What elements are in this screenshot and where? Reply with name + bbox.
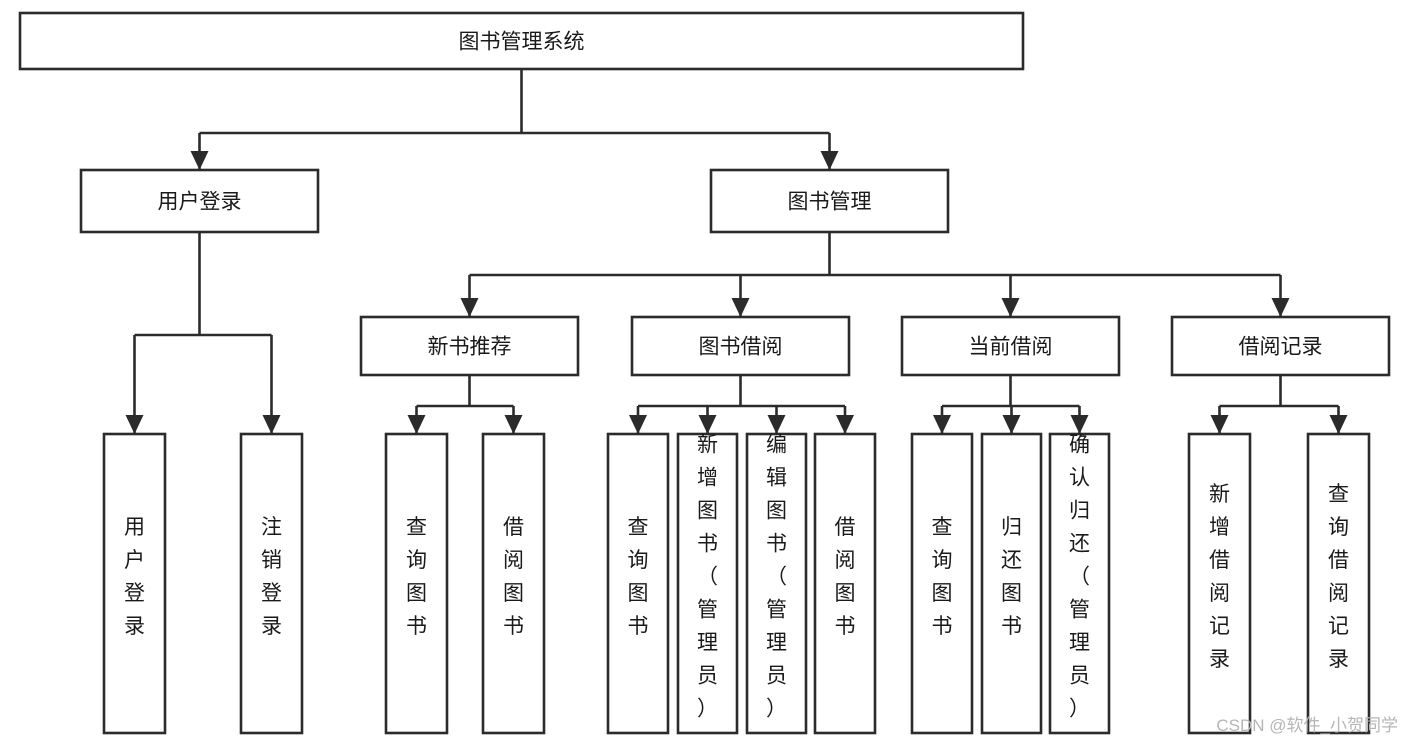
node-box[interactable] <box>709 168 950 234</box>
node-root-图书管理系统-0[interactable]: 图书管理系统 <box>18 11 1025 71</box>
node-box[interactable] <box>481 432 546 735</box>
arrow-head-icon <box>1001 298 1020 317</box>
nodes-layer: 图书管理系统用户登录图书管理新书推荐图书借阅当前借阅借阅记录用户登录注销登录查询… <box>18 11 1391 735</box>
node-leaf-归还图书-9[interactable]: 归还图书 <box>980 432 1043 735</box>
node-box[interactable] <box>606 432 670 735</box>
node-leaf-借阅图书-3[interactable]: 借阅图书 <box>481 432 546 735</box>
node-label: 编辑图书（管理员） <box>766 434 787 721</box>
node-leaf-用户登录-0[interactable]: 用户登录 <box>102 432 167 735</box>
node-label: 借阅记录 <box>1239 336 1323 359</box>
arrow-head-icon <box>125 415 144 434</box>
arrow-head-icon <box>933 415 951 434</box>
node-label: 用户登录 <box>158 191 242 214</box>
node-box[interactable] <box>630 315 851 377</box>
node-box[interactable] <box>813 432 877 735</box>
node-leaf-确认归还管理员-10[interactable]: 确认归还（管理员） <box>1048 432 1111 735</box>
arrow-head-icon <box>731 298 750 317</box>
node-l3-借阅记录-3[interactable]: 借阅记录 <box>1170 315 1391 377</box>
node-box[interactable] <box>1170 315 1391 377</box>
arrow-head-icon <box>1002 415 1021 434</box>
node-box[interactable] <box>900 315 1121 377</box>
node-box[interactable] <box>1306 432 1371 735</box>
arrow-head-icon <box>190 151 209 170</box>
node-leaf-查询借阅记录-12[interactable]: 查询借阅记录 <box>1306 432 1371 735</box>
node-box[interactable] <box>910 432 974 735</box>
arrow-head-icon <box>698 415 717 434</box>
arrow-head-icon <box>504 415 523 434</box>
node-label: 归还图书 <box>1001 516 1022 638</box>
arrow-head-icon <box>262 415 281 434</box>
node-box[interactable] <box>1048 432 1111 735</box>
arrow-head-icon <box>1210 415 1229 434</box>
node-box[interactable] <box>676 432 739 735</box>
arrow-head-icon <box>1070 415 1089 434</box>
connectors-layer <box>125 69 1348 434</box>
node-label: 借阅图书 <box>835 516 856 638</box>
node-leaf-新增借阅记录-11[interactable]: 新增借阅记录 <box>1187 432 1252 735</box>
node-box[interactable] <box>18 11 1025 71</box>
node-box[interactable] <box>1187 432 1252 735</box>
arrow-head-icon <box>1329 415 1348 434</box>
node-box[interactable] <box>102 432 167 735</box>
arrow-head-icon <box>1271 298 1290 317</box>
node-label: 确认归还（管理员） <box>1069 434 1090 721</box>
node-label: 新书推荐 <box>428 336 512 359</box>
node-label: 查询借阅记录 <box>1328 483 1349 671</box>
node-box[interactable] <box>980 432 1043 735</box>
node-label: 借阅图书 <box>503 516 524 638</box>
node-l3-图书借阅-1[interactable]: 图书借阅 <box>630 315 851 377</box>
node-leaf-编辑图书管理员-6[interactable]: 编辑图书（管理员） <box>745 432 808 735</box>
node-label: 图书管理系统 <box>459 31 585 54</box>
node-l3-当前借阅-2[interactable]: 当前借阅 <box>900 315 1121 377</box>
arrow-head-icon <box>836 415 854 434</box>
arrow-head-icon <box>460 298 479 317</box>
node-l2-用户登录-0[interactable]: 用户登录 <box>79 168 320 234</box>
node-leaf-查询图书-4[interactable]: 查询图书 <box>606 432 670 735</box>
node-leaf-新增图书管理员-5[interactable]: 新增图书（管理员） <box>676 432 739 735</box>
arrow-head-icon <box>820 151 839 170</box>
node-box[interactable] <box>79 168 320 234</box>
node-label: 新增图书（管理员） <box>697 434 718 721</box>
node-label: 查询图书 <box>628 516 649 638</box>
node-l2-图书管理-1[interactable]: 图书管理 <box>709 168 950 234</box>
arrow-head-icon <box>767 415 786 434</box>
node-box[interactable] <box>359 315 580 377</box>
node-leaf-借阅图书-7[interactable]: 借阅图书 <box>813 432 877 735</box>
node-label: 图书借阅 <box>699 336 783 359</box>
node-box[interactable] <box>239 432 304 735</box>
node-label: 新增借阅记录 <box>1209 483 1230 671</box>
node-label: 用户登录 <box>124 516 145 638</box>
node-leaf-注销登录-1[interactable]: 注销登录 <box>239 432 304 735</box>
node-box[interactable] <box>384 432 449 735</box>
node-l3-新书推荐-0[interactable]: 新书推荐 <box>359 315 580 377</box>
arrow-head-icon <box>407 415 426 434</box>
node-label: 查询图书 <box>406 516 427 638</box>
node-label: 图书管理 <box>788 191 872 214</box>
node-label: 注销登录 <box>261 516 282 638</box>
node-leaf-查询图书-2[interactable]: 查询图书 <box>384 432 449 735</box>
arrow-head-icon <box>629 415 647 434</box>
node-label: 查询图书 <box>932 516 953 638</box>
node-box[interactable] <box>745 432 808 735</box>
node-label: 当前借阅 <box>969 336 1053 359</box>
csdn-watermark: CSDN @软件_小贺同学 <box>1216 716 1398 735</box>
node-leaf-查询图书-8[interactable]: 查询图书 <box>910 432 974 735</box>
